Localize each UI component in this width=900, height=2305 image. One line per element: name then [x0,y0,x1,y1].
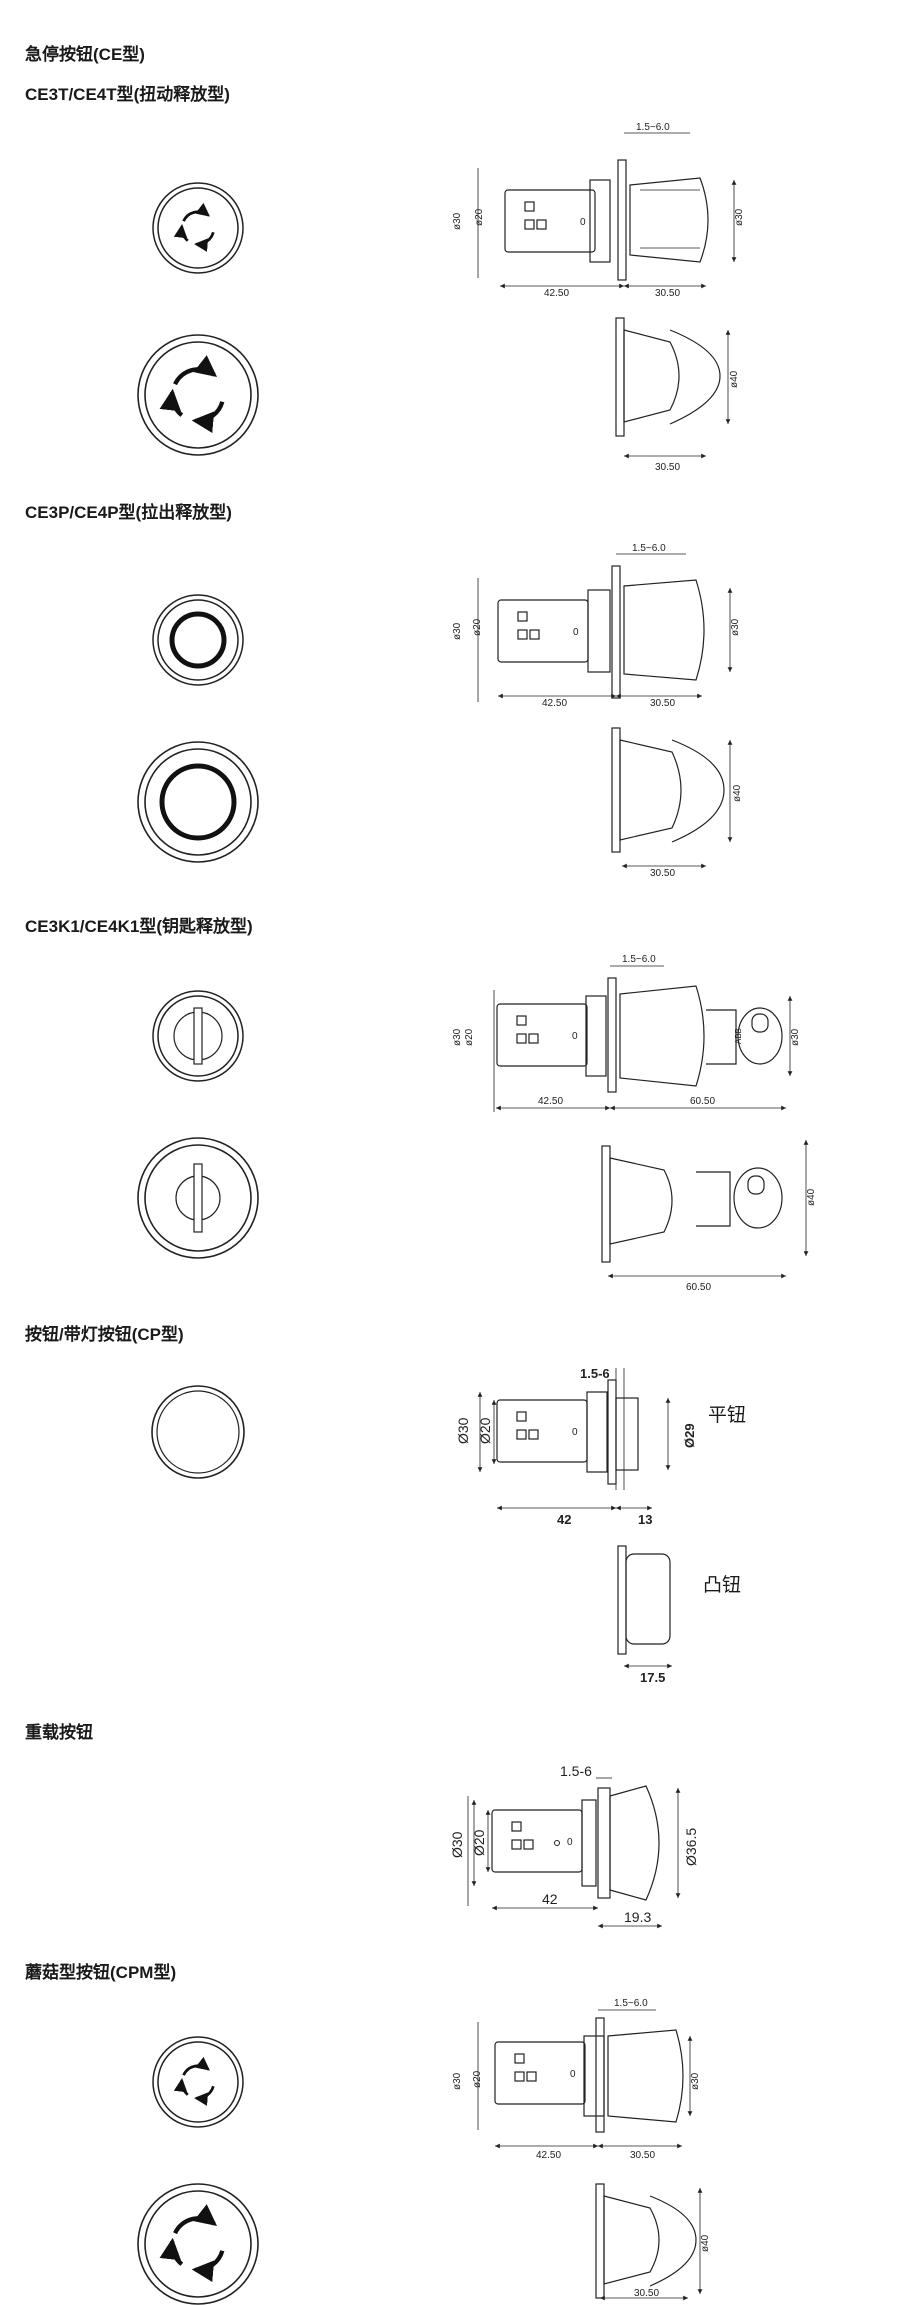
ce3p-head-dim: ø30 [730,618,741,636]
ce3t-front-large [137,334,259,456]
cpm-len2-dim: 30.50 [630,2150,655,2161]
heavy-d30-dim: Ø30 [449,1831,465,1858]
ce3p-front-small [152,594,244,686]
ce3t-dimensions: 1.5~6.0 42.50 30.50 ø30 ø30 ø20 ø40 30.5… [452,122,745,473]
ce3k-side-view: ABB [493,965,809,1279]
ce3t-front-small [152,182,244,274]
heavy-len1-dim: 42 [542,1891,558,1907]
flat-button-label: 平钮 [708,1404,747,1426]
heavy-side-view [467,1777,681,1929]
ce3t-d20-dim: ø20 [474,208,485,226]
cp-d30-dim: Ø30 [455,1417,471,1444]
ce3p-d20-dim: ø20 [472,618,483,636]
ce3k-head-dim: ø30 [790,1028,801,1046]
cp-head-dim: Ø29 [682,1423,697,1448]
cpm-d40-dim: ø40 [700,2234,711,2252]
ce3t-head-dim: ø30 [734,208,745,226]
cpm-front-large [137,2183,259,2305]
cpm-front-small [152,2036,244,2128]
ce3t-d40-dim: ø40 [729,370,740,388]
ce3k-key-text: ABB [734,1028,743,1044]
ce3p-len1-dim: 42.50 [542,698,567,709]
ce3p-len3-dim: 30.50 [650,868,675,879]
ce3k-dimensions: 1.5~6.0 42.50 60.50 ø30 ø30 ø20 ø40 60.5… [452,954,817,1293]
ce3p-side-view [477,553,733,869]
cp-len1-dim: 42 [557,1512,571,1527]
cpm-head-dim: ø30 [690,2072,701,2090]
raised-button-label: 凸钮 [703,1574,742,1596]
heavy-head-dim: Ø36.5 [683,1828,699,1866]
ce3p-dimensions: 1.5~6.0 42.50 30.50 ø30 ø30 ø20 ø40 30.5… [452,543,743,879]
cpm-len3-dim: 30.50 [634,2288,659,2299]
section-heading-ce3t: CE3T/CE4T型(扭动释放型) [25,85,230,104]
heavy-d20-dim: Ø20 [471,1829,487,1856]
ce3t-side-view [477,132,737,459]
cp-front-view [151,1385,245,1479]
ce3p-len2-dim: 30.50 [650,698,675,709]
ce3k-d30-dim: ø30 [452,1028,463,1046]
section-heading-ce3p: CE3P/CE4P型(拉出释放型) [25,503,232,522]
cpm-d30-dim: ø30 [452,2072,463,2090]
cpm-panel-dim: 1.5~6.0 [614,1998,648,2009]
cpm-side-view [477,2009,703,2301]
ce3t-len2-dim: 30.50 [655,288,680,299]
ce3k-front-large [137,1137,259,1259]
ce3t-panel-dim: 1.5~6.0 [636,122,670,133]
cp-d20-dim: Ø20 [477,1417,493,1444]
cpm-len1-dim: 42.50 [536,2150,561,2161]
cpm-dimensions: 1.5~6.0 42.50 30.50 ø30 ø30 ø20 ø40 30.5… [452,1998,711,2299]
cp-side-view [477,1368,672,1669]
heavy-len2-dim: 19.3 [624,1909,651,1925]
section-heading-cp: 按钮/带灯按钮(CP型) [25,1325,184,1344]
ce3k-len2-dim: 60.50 [690,1096,715,1107]
heavy-panel-dim: 1.5-6 [560,1763,592,1779]
ce3p-d40-dim: ø40 [732,784,743,802]
ce3k-d40-dim: ø40 [806,1188,817,1206]
ce3k-len1-dim: 42.50 [538,1096,563,1107]
section-heading-heavy: 重载按钮 [25,1723,93,1742]
cp-panel-dim: 1.5-6 [580,1366,610,1381]
section-heading-cpm: 蘑菇型按钮(CPM型) [25,1963,177,1982]
ce3k-panel-dim: 1.5~6.0 [622,954,656,965]
ce3t-len3-dim: 30.50 [655,462,680,473]
ce3p-d30-dim: ø30 [452,622,463,640]
page-title: 急停按钮(CE型) [25,45,145,64]
ce3p-panel-dim: 1.5~6.0 [632,543,666,554]
ce3p-front-large [137,741,259,863]
ce3k-front-small [152,990,244,1082]
section-heading-ce3k: CE3K1/CE4K1型(钥匙释放型) [25,917,253,936]
ce3k-d20-dim: ø20 [464,1028,475,1046]
cp-len2-dim: 13 [638,1512,652,1527]
ce3t-d30-dim: ø30 [452,212,463,230]
ce3t-len1-dim: 42.50 [544,288,569,299]
cp-len3-dim: 17.5 [640,1670,665,1685]
cpm-d20-dim: ø20 [472,2070,483,2088]
heavy-dimensions: 1.5-6 Ø30 Ø20 Ø36.5 42 19.3 [449,1763,699,1925]
cp-dimensions: 1.5-6 Ø30 Ø20 Ø29 42 13 17.5 [455,1366,697,1685]
ce3k-len3-dim: 60.50 [686,1282,711,1293]
